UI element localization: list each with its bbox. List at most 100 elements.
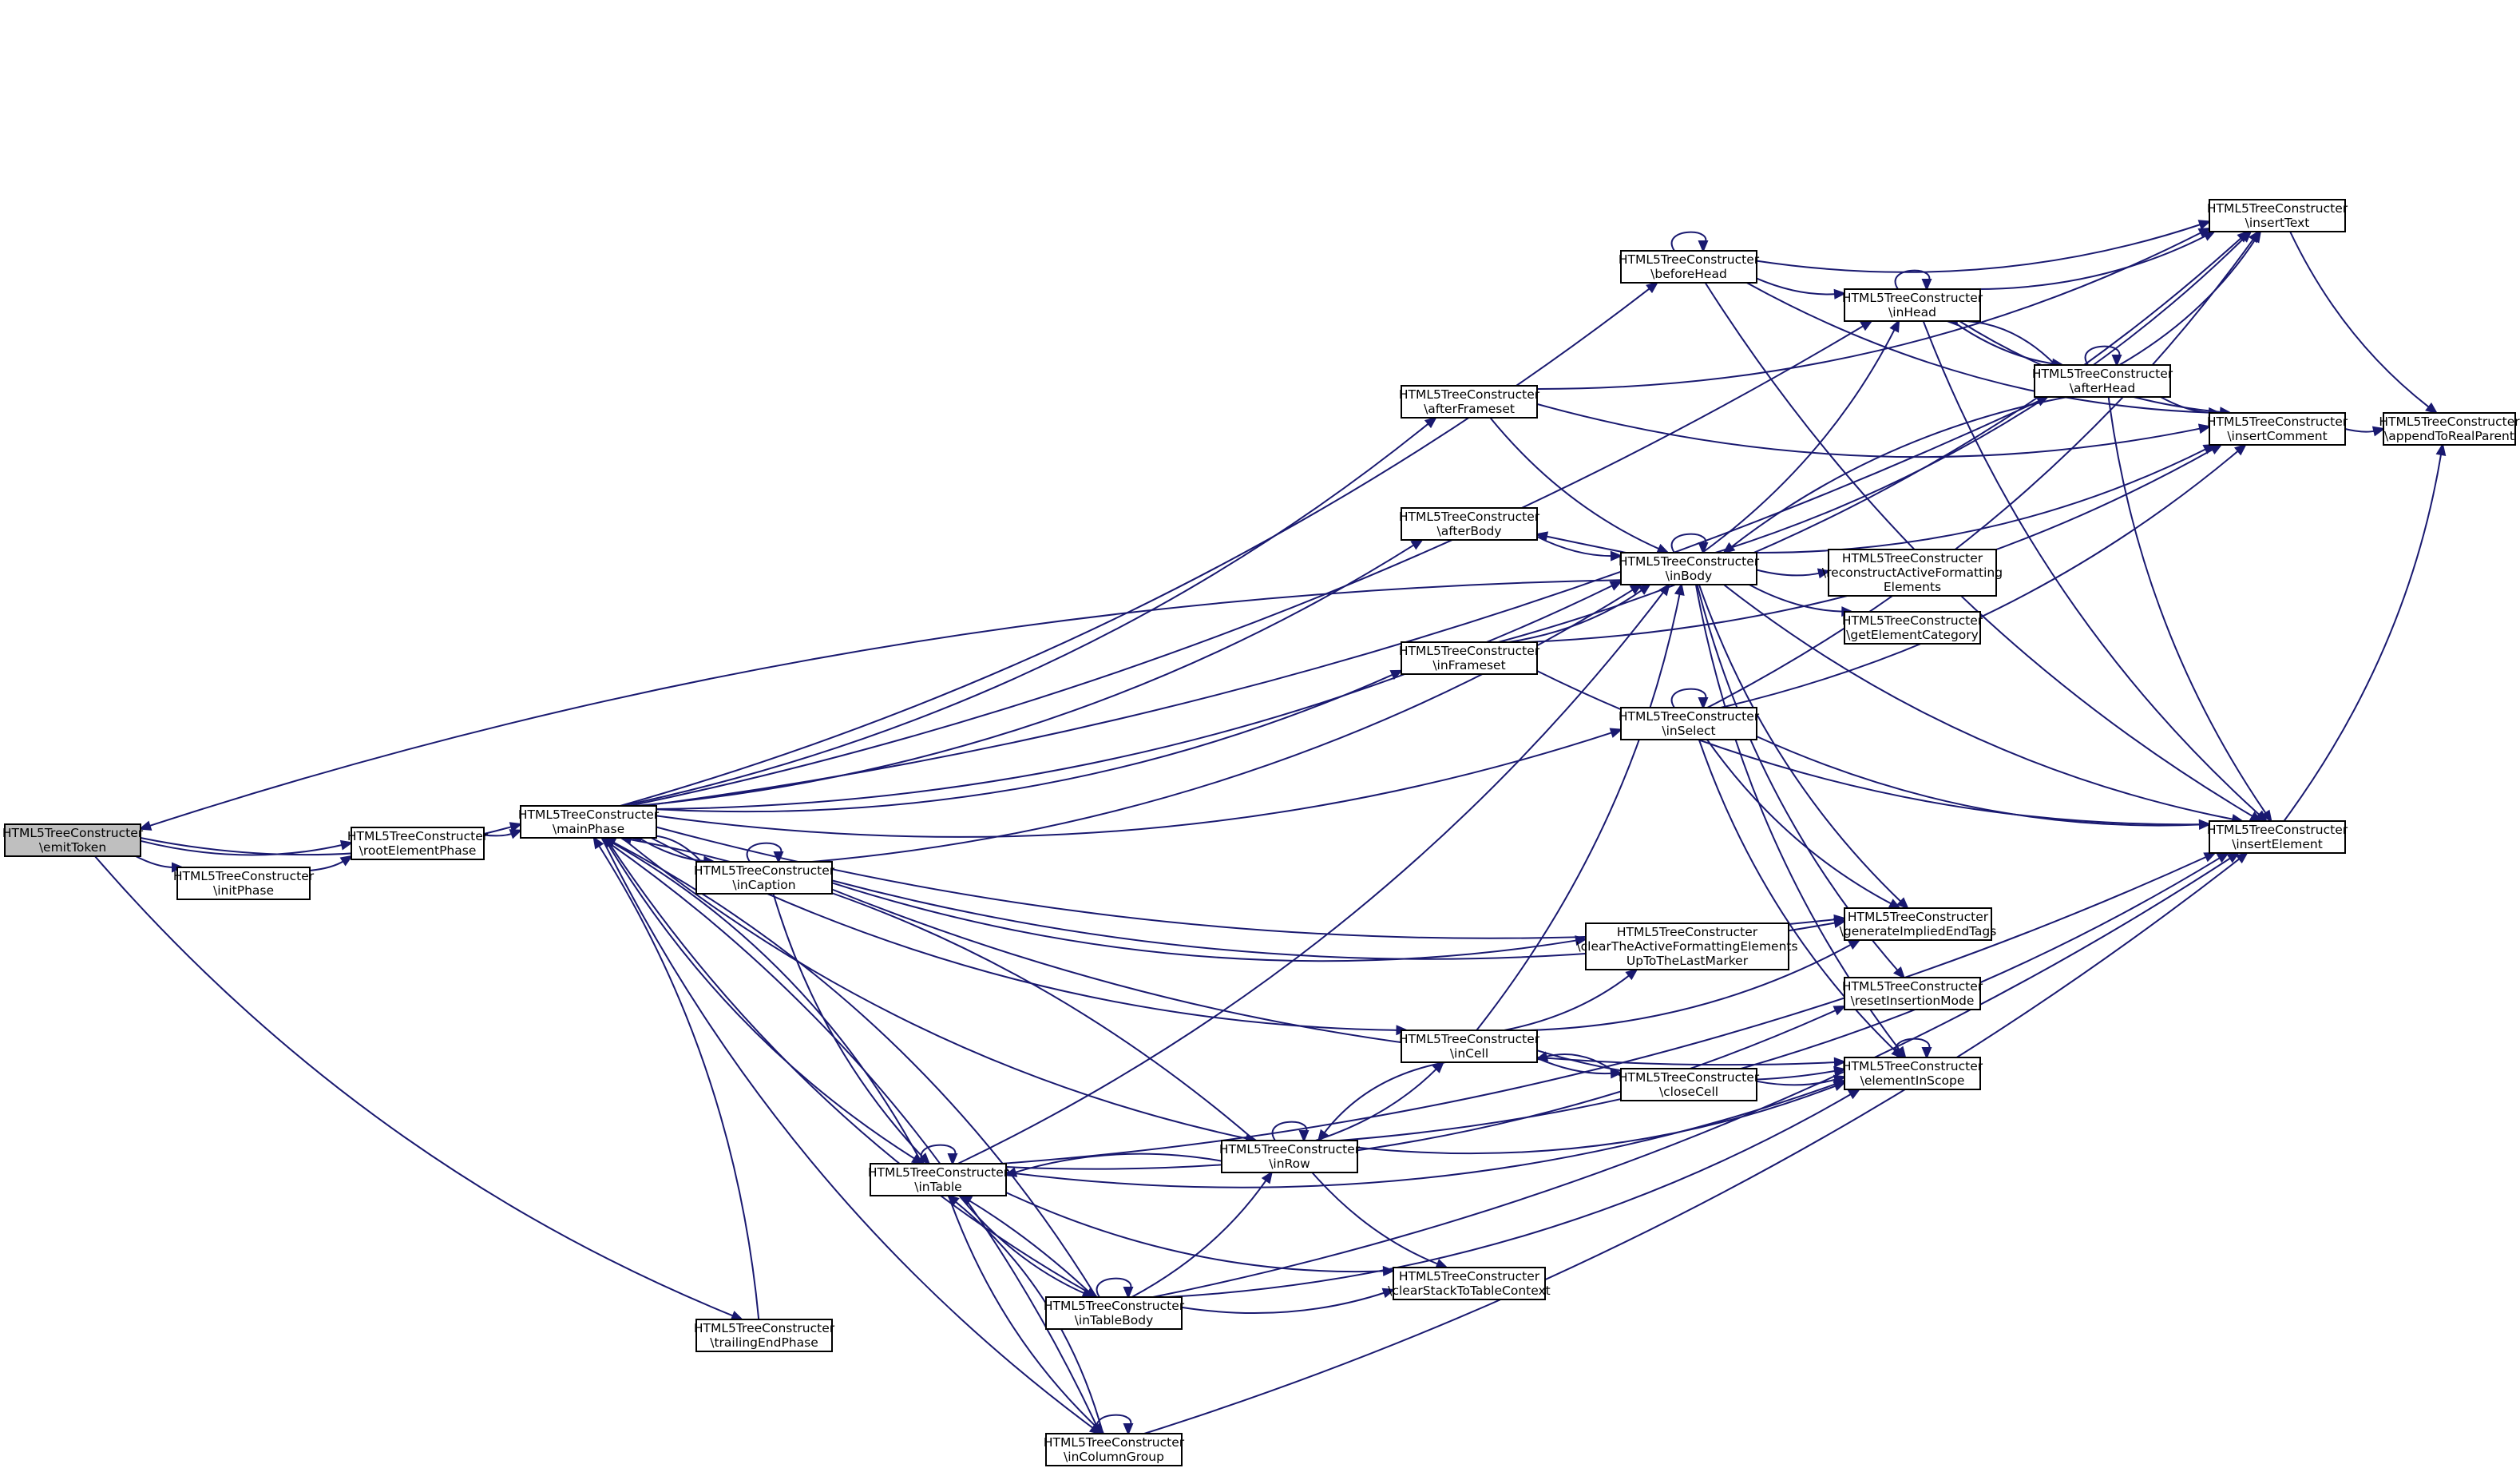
arrowhead <box>2250 229 2262 244</box>
node-box <box>2209 820 2346 854</box>
edge-inFrameset-to-inBody <box>1508 583 1651 643</box>
edge-line <box>1723 584 2235 821</box>
edge-inTable-to-inTableBody <box>958 1195 1096 1299</box>
node-box <box>1045 1433 1183 1466</box>
node-insertElement[interactable]: HTML5TreeConstructer\insertElement <box>2207 820 2348 854</box>
node-label-line: HTML5TreeConstructer <box>2 826 144 840</box>
edge-inCaption-to-elementInScope <box>831 888 1847 1068</box>
edge-rootElementPhase-to-mainPhase <box>483 829 523 839</box>
node-label-line: HTML5TreeConstructer <box>1044 1299 1185 1313</box>
node-inColumnGroup[interactable]: HTML5TreeConstructer\inColumnGroup <box>1044 1433 1185 1466</box>
node-resetInsertionMode[interactable]: HTML5TreeConstructer\resetInsertionMode <box>1842 977 1983 1010</box>
node-inBody[interactable]: HTML5TreeConstructer\inBody <box>1619 552 1760 585</box>
edge-line <box>1498 236 2243 643</box>
node-box <box>1844 1057 1981 1090</box>
node-inCell[interactable]: HTML5TreeConstructer\inCell <box>1399 1030 1540 1063</box>
edge-line <box>772 893 925 1159</box>
node-label-line: HTML5TreeConstructer <box>2032 367 2173 381</box>
node-beforeHead[interactable]: HTML5TreeConstructer\beforeHead <box>1619 250 1760 284</box>
node-box <box>4 823 141 857</box>
node-label-line: \clearStackToTableContext <box>1388 1284 1551 1298</box>
node-appendToRealParent[interactable]: HTML5TreeConstructer\appendToRealParent <box>2379 412 2520 446</box>
edge-line <box>1756 277 1837 296</box>
node-inHead[interactable]: HTML5TreeConstructer\inHead <box>1842 288 1983 322</box>
node-afterFrameset[interactable]: HTML5TreeConstructer\afterFrameset <box>1399 385 1540 419</box>
node-box <box>1620 250 1757 284</box>
edge-inTable-to-inTable <box>920 1144 958 1166</box>
node-box <box>2209 199 2346 232</box>
node-box <box>2383 412 2516 446</box>
node-getElementCategory[interactable]: HTML5TreeConstructer\getElementCategory <box>1842 611 1983 645</box>
node-label-line: HTML5TreeConstructer <box>347 829 489 843</box>
edge-afterHead-to-afterHead <box>2084 345 2122 367</box>
node-label-line: \closeCell <box>1659 1085 1718 1099</box>
node-insertComment[interactable]: HTML5TreeConstructer\insertComment <box>2207 412 2348 446</box>
edge-inTableBody-to-mainPhase <box>603 836 1097 1298</box>
edge-elementInScope-to-elementInScope <box>1894 1038 1932 1060</box>
node-box <box>695 861 833 895</box>
edge-line <box>1720 449 2241 708</box>
node-box <box>1585 922 1789 970</box>
edge-line <box>621 422 1430 807</box>
node-inRow[interactable]: HTML5TreeConstructer\inRow <box>1219 1140 1361 1173</box>
node-mainPhase[interactable]: HTML5TreeConstructer\mainPhase <box>518 805 660 839</box>
node-box <box>1620 707 1757 740</box>
node-label-line: HTML5TreeConstructer <box>1399 644 1540 658</box>
edge-line <box>1698 739 1897 1053</box>
edge-line <box>1536 231 2203 391</box>
node-emitToken[interactable]: HTML5TreeConstructer\emitToken <box>2 823 144 857</box>
node-inTableBody[interactable]: HTML5TreeConstructer\inTableBody <box>1044 1296 1185 1330</box>
edge-line <box>1544 535 1627 553</box>
node-box <box>1401 1030 1538 1063</box>
edge-line <box>1489 417 1661 550</box>
node-inTable[interactable]: HTML5TreeConstructer\inTable <box>868 1163 1009 1196</box>
edge-inTable-to-clearStackToTableContext <box>1005 1192 1396 1276</box>
edge-closeCell-to-inCell <box>1535 1051 1622 1077</box>
node-box <box>1221 1140 1358 1173</box>
node-afterBody[interactable]: HTML5TreeConstructer\afterBody <box>1399 507 1540 541</box>
node-closeCell[interactable]: HTML5TreeConstructer\closeCell <box>1619 1068 1760 1101</box>
node-box <box>1045 1296 1183 1330</box>
edge-line <box>608 841 1101 1434</box>
edge-inCell-to-clearActive <box>1504 968 1638 1031</box>
arrowhead <box>339 839 354 851</box>
edge-beforeHead-to-inHead <box>1756 277 1847 300</box>
node-elementInScope[interactable]: HTML5TreeConstructer\elementInScope <box>1842 1057 1983 1090</box>
edge-insertComment-to-appendToRealParent <box>2344 426 2386 437</box>
edge-line <box>1746 282 2212 414</box>
edge-inBody-to-inBody <box>1670 533 1709 555</box>
node-insertText[interactable]: HTML5TreeConstructer\insertText <box>2207 199 2348 232</box>
node-label-line: \inCaption <box>732 878 795 892</box>
edge-line <box>957 590 1666 1165</box>
edge-inTableBody-to-clearStackToTableContext <box>1181 1288 1396 1315</box>
arrowhead <box>2425 402 2439 415</box>
node-initPhase[interactable]: HTML5TreeConstructer\initPhase <box>173 867 315 900</box>
arrowhead <box>1609 580 1623 591</box>
node-clearActive[interactable]: HTML5TreeConstructer\clearTheActiveForma… <box>1576 922 1798 970</box>
node-clearStackToTableContext[interactable]: HTML5TreeConstructer\clearStackToTableCo… <box>1388 1267 1551 1300</box>
edge-line <box>629 324 1865 807</box>
edge-line <box>967 1199 1096 1298</box>
node-label-line: HTML5TreeConstructer <box>1399 1269 1540 1284</box>
node-box <box>1401 641 1538 675</box>
arrowhead <box>947 1153 958 1166</box>
node-label-line: \inRow <box>1269 1157 1310 1171</box>
node-label-line: HTML5TreeConstructer <box>1619 554 1760 569</box>
arrowhead <box>1610 550 1623 561</box>
edge-inCell-to-inBody <box>1476 582 1685 1031</box>
arrowhead <box>1893 966 1906 979</box>
node-label-line: \rootElementPhase <box>359 843 477 858</box>
edge-line <box>1152 856 2233 1298</box>
edge-mainPhase-to-beforeHead <box>620 281 1659 807</box>
edge-inCaption-to-clearActive <box>831 882 1588 962</box>
node-inCaption[interactable]: HTML5TreeConstructer\inCaption <box>694 861 835 895</box>
node-inSelect[interactable]: HTML5TreeConstructer\inSelect <box>1619 707 1760 740</box>
node-label-line: HTML5TreeConstructer <box>2379 415 2520 429</box>
edge-afterFrameset-to-insertComment <box>1536 403 2212 458</box>
node-inFrameset[interactable]: HTML5TreeConstructer\inFrameset <box>1399 641 1540 675</box>
node-afterHead[interactable]: HTML5TreeConstructer\afterHead <box>2032 364 2173 398</box>
node-reconstruct[interactable]: HTML5TreeConstructer\reconstructActiveFo… <box>1822 549 2003 597</box>
node-rootElementPhase[interactable]: HTML5TreeConstructer\rootElementPhase <box>347 827 489 860</box>
node-generateImpliedEndTags[interactable]: HTML5TreeConstructer\generateImpliedEndT… <box>1840 907 1997 941</box>
node-trailingEndPhase[interactable]: HTML5TreeConstructer\trailingEndPhase <box>694 1319 835 1352</box>
